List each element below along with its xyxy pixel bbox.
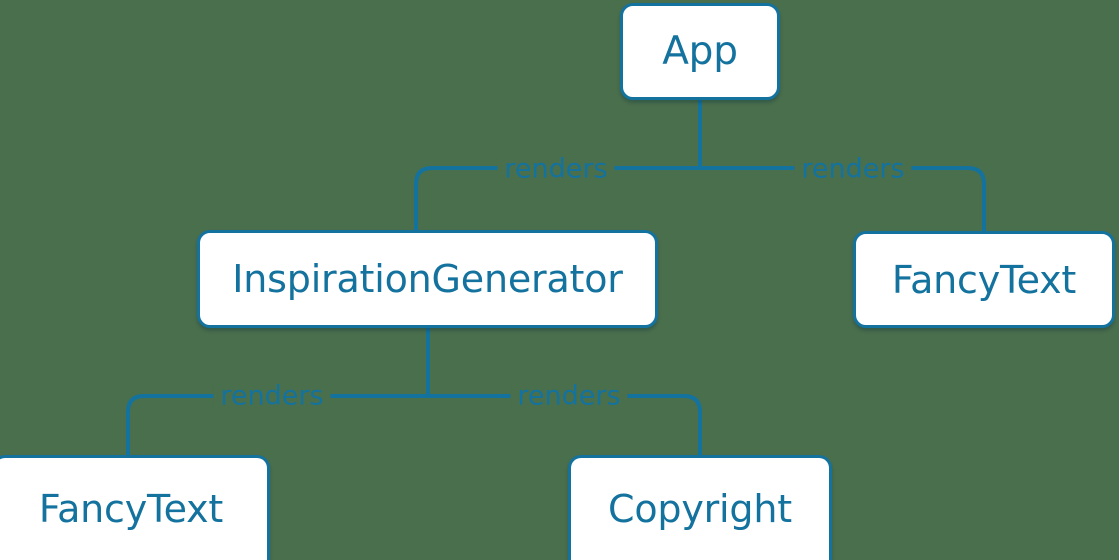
edge-inspirationgenerator-to-fancytext-bottom [126, 394, 428, 455]
edge-label-app-to-fancytext-right: renders [794, 155, 912, 183]
node-app-label: App [662, 29, 738, 74]
edge-app-to-inspirationgenerator [414, 166, 700, 230]
edge-label-inspirationgenerator-to-fancytext-bottom: renders [213, 382, 331, 410]
node-fancytext-right[interactable]: FancyText [853, 231, 1115, 328]
node-app[interactable]: App [620, 3, 780, 100]
node-fancytext-right-label: FancyText [891, 257, 1077, 302]
edge-label-inspirationgenerator-to-copyright: renders [510, 382, 628, 410]
node-inspirationgenerator[interactable]: InspirationGenerator [197, 230, 658, 328]
edge-app-to-fancytext-right [700, 166, 986, 231]
node-fancytext-bottom-label: FancyText [38, 487, 224, 531]
edge-inspirationgenerator-to-copyright [428, 394, 702, 455]
node-inspirationgenerator-label: InspirationGenerator [232, 257, 623, 301]
node-copyright[interactable]: Copyright [568, 455, 832, 560]
node-fancytext-bottom[interactable]: FancyText [0, 455, 270, 560]
edge-label-app-to-inspirationgenerator: renders [497, 155, 615, 183]
node-copyright-label: Copyright [608, 487, 792, 531]
